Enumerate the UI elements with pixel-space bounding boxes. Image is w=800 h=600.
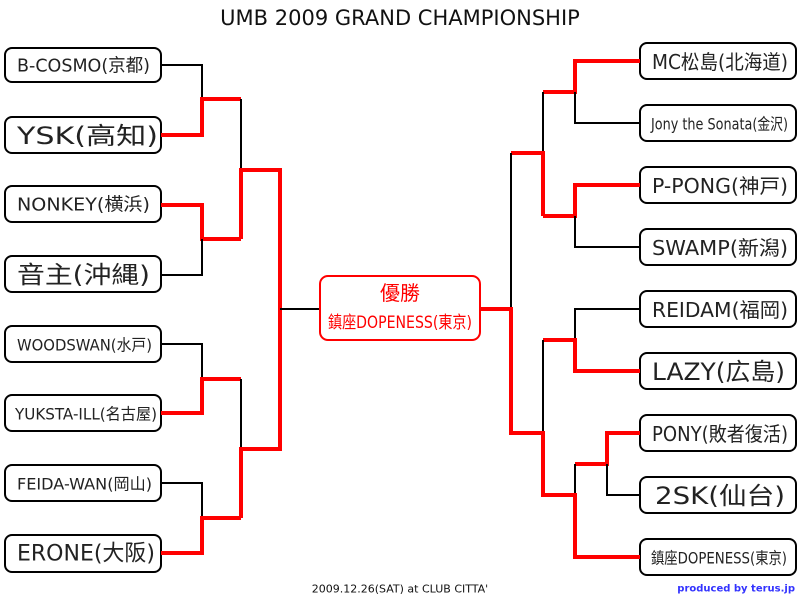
entry-name: 音主(沖縄)	[17, 261, 150, 289]
right-bracket-lines	[480, 59, 640, 559]
entry-name: SWAMP(新潟)	[652, 236, 788, 260]
champion-label: 優勝	[380, 281, 420, 305]
entry-name: Jony the Sonata(金沢)	[650, 115, 788, 134]
entry-name: B-COSMO(京都)	[17, 56, 150, 77]
entry-name: P-PONG(神戸)	[652, 174, 788, 198]
entry-name: YSK(高知)	[16, 122, 158, 150]
credit-text: produced by terus.jp	[677, 584, 795, 595]
entry-name: 2SK(仙台)	[655, 482, 785, 510]
title: UMB 2009 GRAND CHAMPIONSHIP	[220, 6, 580, 30]
champion-name: 鎮座DOPENESS(東京)	[328, 313, 472, 333]
entry-name: MC松島(北海道)	[652, 50, 788, 74]
entry-name: ERONE(大阪)	[17, 542, 155, 567]
champion-box: 優勝 鎮座DOPENESS(東京)	[319, 275, 481, 341]
left-bracket-lines	[161, 64, 320, 555]
left-entries: B-COSMO(京都) YSK(高知) NONKEY(横浜) 音主(沖縄) WO…	[4, 47, 162, 573]
entry-name: 鎮座DOPENESS(東京)	[651, 549, 787, 568]
entry-name: NONKEY(横浜)	[17, 195, 150, 216]
entry-name: PONY(敗者復活)	[652, 422, 788, 446]
entry-name: YUKSTA-ILL(名古屋)	[14, 405, 157, 424]
entry-name: REIDAM(福岡)	[652, 298, 788, 322]
entry-name: WOODSWAN(水戸)	[17, 336, 152, 355]
entry-name: FEIDA-WAN(岡山)	[17, 475, 152, 494]
event-info: 2009.12.26(SAT) at CLUB CITTA'	[312, 583, 488, 596]
right-entries: MC松島(北海道) Jony the Sonata(金沢) P-PONG(神戸)…	[639, 42, 797, 576]
entry-name: LAZY(広島)	[652, 358, 785, 386]
